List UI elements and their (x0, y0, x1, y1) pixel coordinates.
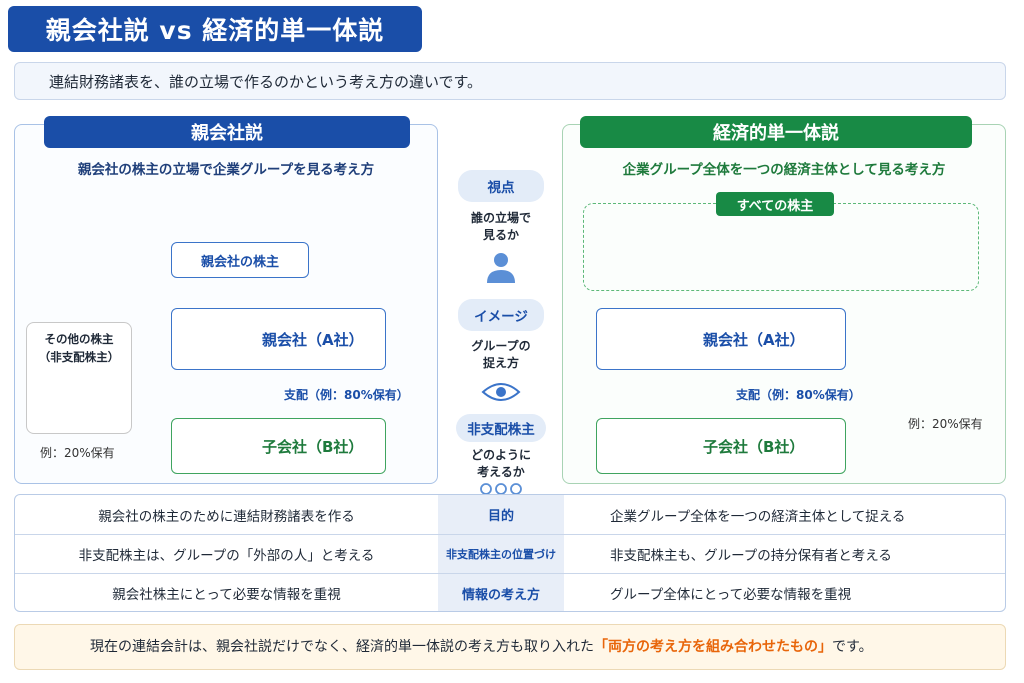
nci-description: どのように 考えるか (446, 447, 556, 481)
right-subsidiary-label: 子会社（B社） (703, 437, 805, 456)
left-subsidiary-label: 子会社（B社） (262, 437, 364, 456)
footer-note-box (14, 624, 1006, 670)
table-cell-right: 企業グループ全体を一つの経済主体として捉える (610, 508, 906, 525)
table-cell-right: グループ全体にとって必要な情報を重視 (610, 587, 852, 603)
person-outline-icon (487, 253, 515, 283)
table-row: 親会社株主にとって必要な情報を重視 情報の考え方 グループ全体にとって必要な情報… (15, 573, 1005, 611)
table-row: 非支配株主は、グループの「外部の人」と考える 非支配株主の位置づけ 非支配株主も… (15, 534, 1005, 573)
right-subsidiary-box: 子会社（B社） (596, 418, 846, 474)
left-parent-company-label: 親会社（A社） (262, 330, 364, 349)
table-row: 親会社の株主のために連結財務諸表を作る 目的 企業グループ全体を一つの経済主体と… (15, 495, 1005, 534)
left-others-line1: その他の株主 (44, 332, 114, 346)
left-others-line2: （非支配株主） (38, 350, 120, 364)
left-panel-header: 親会社説 (44, 116, 410, 148)
table-cell-label: 目的 (438, 495, 564, 534)
table-cell-right: 非支配株主も、グループの持分保有者と考える (610, 548, 892, 564)
viewpoint-pill: 視点 (458, 170, 544, 202)
footer-highlight: 「両方の考え方を組み合わせたもの」 (594, 639, 832, 655)
table-cell-label: 非支配株主の位置づけ (438, 535, 564, 573)
table-cell-label: 情報の考え方 (438, 574, 564, 611)
right-panel-header: 経済的単一体説 (580, 116, 972, 148)
image-pill: イメージ (458, 299, 544, 331)
nci-line2: 考えるか (477, 465, 525, 479)
intro-text: 連結財務諸表を、誰の立場で作るのかという考え方の違いです。 (49, 72, 483, 91)
image-line2: 捉え方 (482, 356, 519, 370)
viewpoint-description: 誰の立場で 見るか (446, 210, 556, 244)
left-other-shareholders-box (26, 322, 132, 434)
right-parent-company-box: 親会社（A社） (596, 308, 846, 370)
group-circles-icon (480, 483, 522, 495)
left-subsidiary-box: 子会社（B社） (171, 418, 386, 474)
table-cell-left: 親会社の株主のために連結財務諸表を作る (98, 508, 355, 525)
left-shareholder-box: 親会社の株主 (171, 242, 309, 278)
page-title: 親会社説 vs 経済的単一体説 (8, 6, 422, 52)
left-control-label: 支配（例：80%保有） (284, 388, 409, 402)
right-all-shareholders-group (583, 203, 979, 291)
eye-icon (481, 383, 521, 401)
table-cell-left: 非支配株主は、グループの「外部の人」と考える (78, 548, 375, 564)
left-other-shareholders-label: その他の株主 （非支配株主） (26, 330, 132, 366)
image-line1: グループの (471, 339, 531, 353)
nci-line1: どのように (470, 448, 531, 462)
footer-note-text: 現在の連結会計は、親会社説だけでなく、経済的単一体説の考え方も取り入れた「両方の… (90, 636, 873, 656)
right-minority-percentage: 例：20%保有 (908, 417, 983, 431)
image-description: グループの 捉え方 (446, 338, 556, 372)
right-control-label: 支配（例：80%保有） (736, 388, 861, 402)
intro-banner: 連結財務諸表を、誰の立場で作るのかという考え方の違いです。 (14, 62, 1006, 100)
viewpoint-line1: 誰の立場で (470, 211, 531, 225)
viewpoint-line2: 見るか (482, 228, 519, 242)
right-panel-subtitle: 企業グループ全体を一つの経済主体として見る考え方 (622, 162, 946, 178)
comparison-table: 親会社の株主のために連結財務諸表を作る 目的 企業グループ全体を一つの経済主体と… (14, 494, 1006, 612)
left-panel-subtitle: 親会社の株主の立場で企業グループを見る考え方 (77, 162, 375, 178)
right-all-shareholders-label: すべての株主 (716, 192, 834, 216)
table-cell-left: 親会社株主にとって必要な情報を重視 (112, 587, 341, 603)
left-others-percentage: 例：20%保有 (40, 446, 115, 460)
footer-text-before: 現在の連結会計は、親会社説だけでなく、経済的単一体説の考え方も取り入れた (90, 639, 594, 655)
nci-pill: 非支配株主 (456, 414, 546, 442)
right-parent-company-label: 親会社（A社） (703, 330, 805, 349)
left-parent-company-box: 親会社（A社） (171, 308, 386, 370)
footer-text-after: です。 (832, 639, 873, 655)
